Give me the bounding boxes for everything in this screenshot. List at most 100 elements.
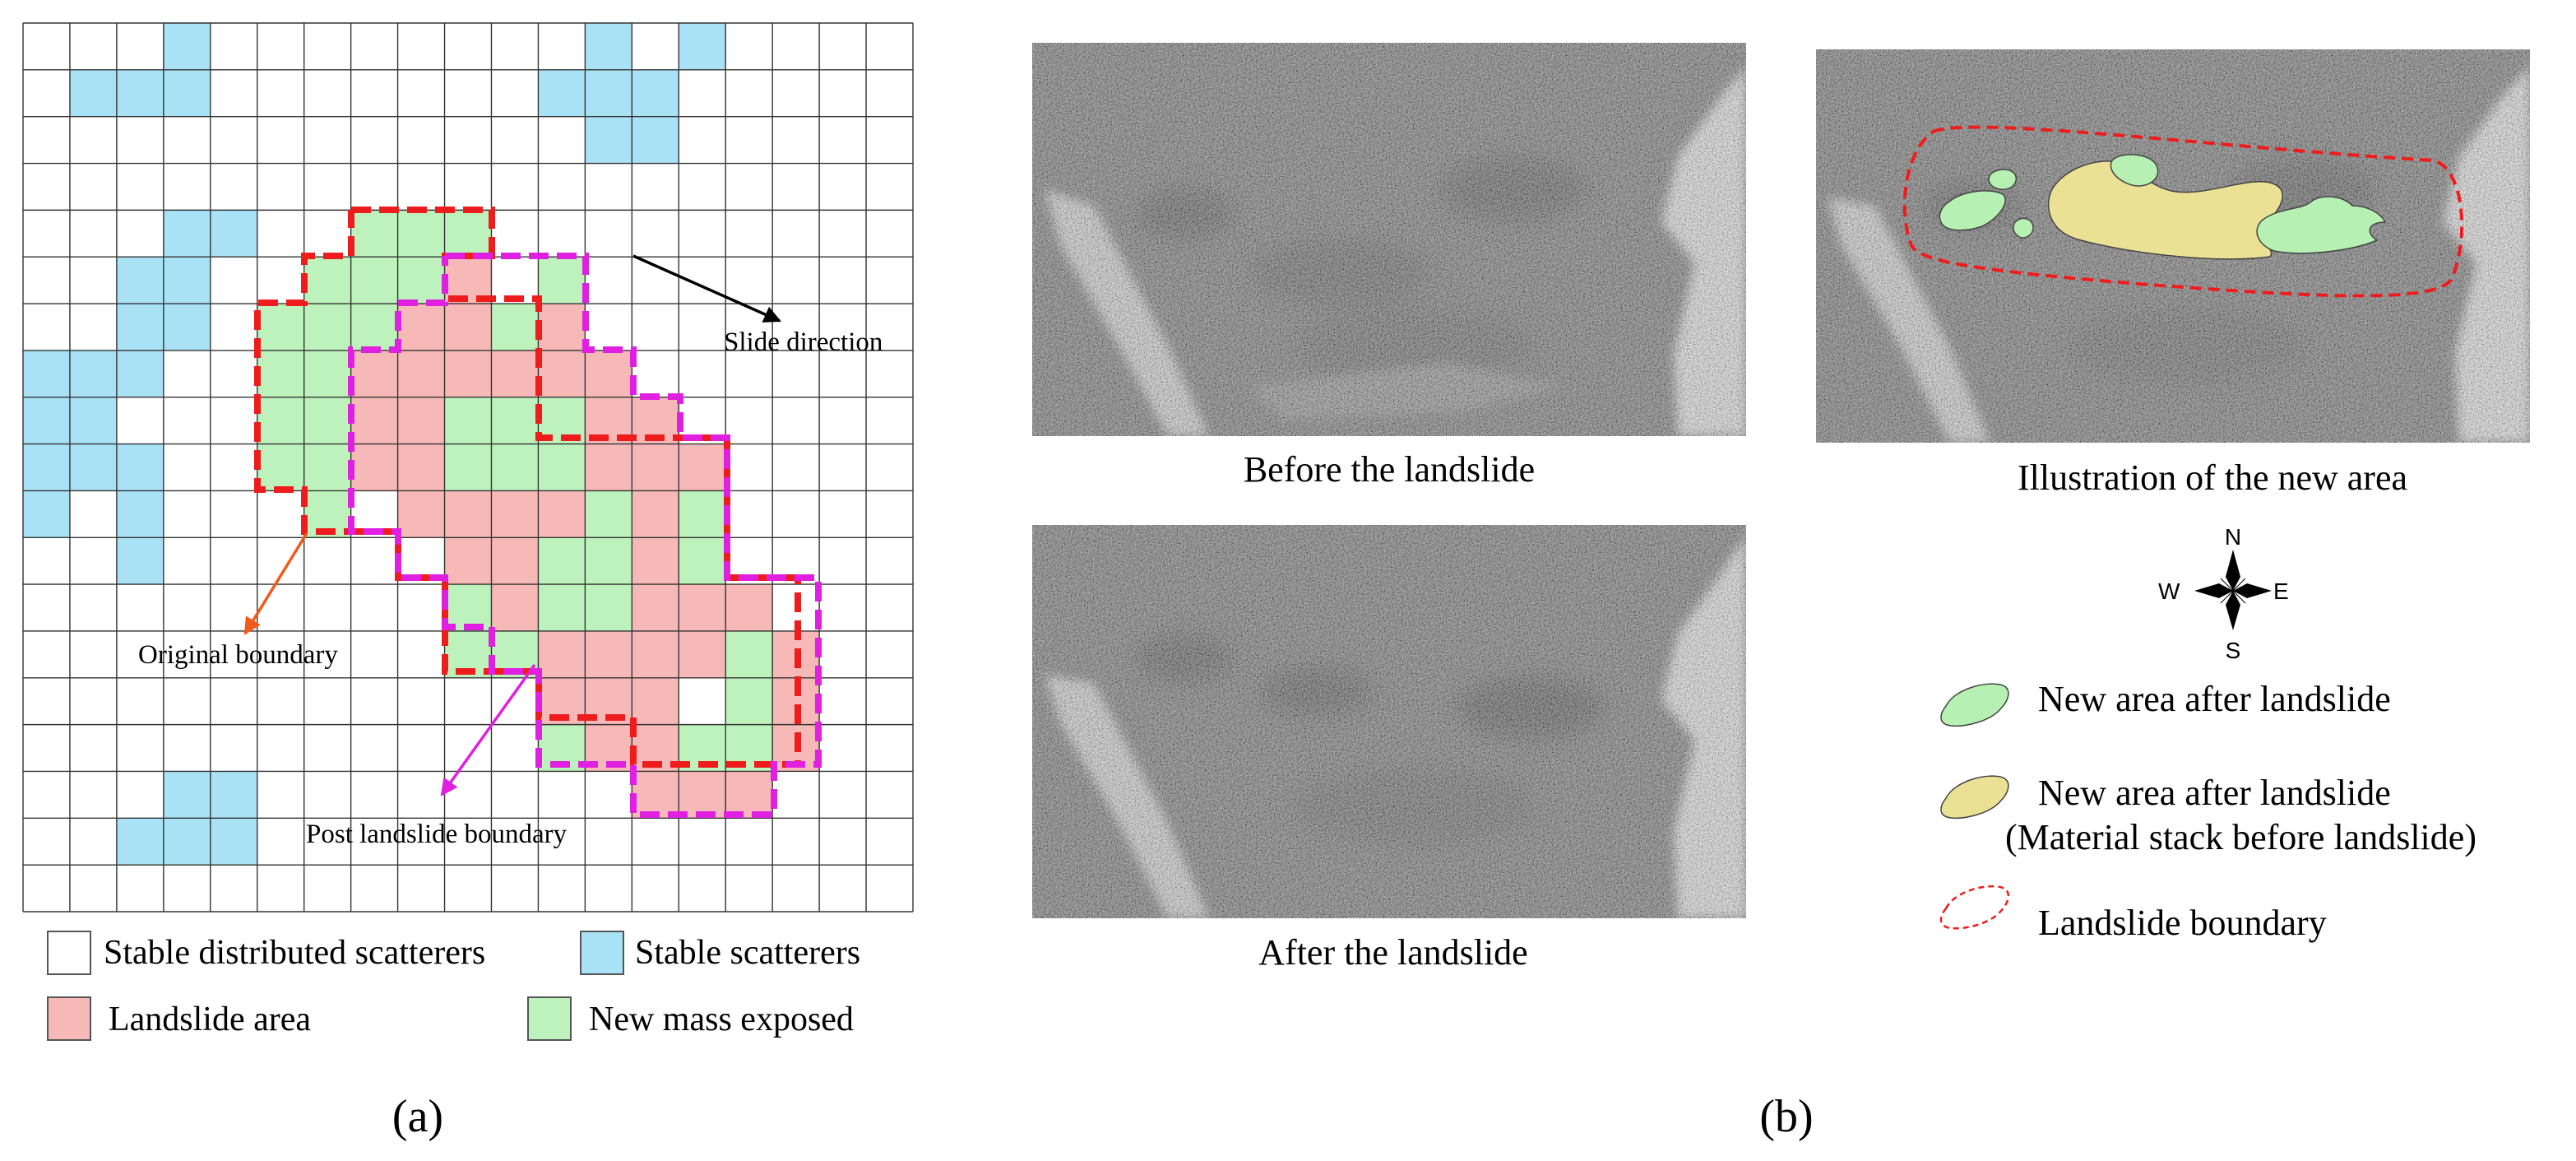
- new-mass-cell: [257, 444, 304, 491]
- new-mass-cell: [725, 630, 773, 678]
- compass-rose: N S E W: [2158, 524, 2289, 663]
- panel-a-legend: Stable distributed scatterers Stable sca…: [47, 931, 860, 1041]
- legend-label-stable-scatterers: Stable scatterers: [635, 934, 860, 972]
- panel-a: Slide direction Original boundary Post l…: [22, 22, 914, 1142]
- new-mass-cell: [444, 397, 492, 444]
- landslide-area-cell: [679, 630, 726, 678]
- legend-label-boundary: Landslide boundary: [2038, 903, 2327, 943]
- landslide-area-cell: [444, 490, 492, 538]
- stable-scatterer-cell: [23, 350, 70, 397]
- legend-swatch-material-stack: [1940, 775, 2009, 820]
- new-mass-cell: [303, 397, 351, 444]
- compass-south: S: [2226, 638, 2241, 663]
- post-boundary-arrow: [440, 663, 536, 796]
- stable-scatterer-cell: [116, 350, 164, 397]
- illustration-new-area-right: [2256, 196, 2387, 254]
- landslide-area-cell: [725, 771, 773, 819]
- new-mass-cell: [538, 584, 586, 631]
- landslide-area-cell: [397, 304, 445, 351]
- original-boundary-line: [254, 207, 801, 768]
- new-mass-cell: [257, 350, 304, 397]
- landslide-area-cell: [538, 630, 586, 678]
- original-boundary-label: Original boundary: [138, 640, 338, 670]
- legend-label-material-line1: New area after landslide: [2038, 773, 2391, 813]
- landslide-area-cell: [538, 304, 586, 351]
- panel-a-label: (a): [392, 1091, 443, 1142]
- landslide-area-cell: [397, 397, 445, 444]
- sar-image-illustration: [1816, 49, 2530, 443]
- new-mass-cell: [257, 397, 304, 444]
- landslide-area-cell: [632, 537, 679, 585]
- illustration-landslide-boundary: [1902, 125, 2464, 298]
- sar-image-before: [1032, 43, 1746, 436]
- new-mass-cell: [538, 257, 586, 304]
- stable-scatterer-cell: [163, 23, 211, 70]
- slide-direction-label: Slide direction: [724, 327, 883, 357]
- new-mass-cell: [679, 490, 726, 538]
- stable-scatterer-cell: [632, 69, 679, 117]
- post-landslide-boundary-label: Post landslide boundary: [306, 820, 568, 849]
- landslide-area-cell: [538, 490, 586, 538]
- legend-swatch-boundary: [1939, 885, 2009, 930]
- landslide-area-cell: [679, 584, 726, 631]
- new-mass-cell: [538, 537, 586, 585]
- legend-swatch-landslide-area: [47, 996, 91, 1041]
- stable-scatterer-cell: [585, 69, 632, 117]
- legend-label-new-mass: New mass exposed: [589, 1001, 854, 1038]
- new-mass-cell: [491, 304, 539, 351]
- legend-label-new-area: New area after landslide: [2038, 679, 2391, 719]
- landslide-area-cell: [350, 397, 398, 444]
- stable-scatterer-cell: [69, 350, 117, 397]
- stable-scatterer-cell: [23, 444, 70, 491]
- landslide-area-cell: [632, 677, 679, 725]
- legend-label-material-line2: (Material stack before landslide): [2005, 817, 2476, 857]
- landslide-area-cell: [725, 584, 773, 631]
- post-landslide-boundary-line: [348, 253, 822, 818]
- new-mass-cell: [350, 210, 398, 258]
- new-mass-cell: [538, 444, 586, 491]
- stable-scatterer-cell: [538, 69, 586, 117]
- stable-scatterer-cell: [632, 116, 679, 164]
- stable-scatterer-cell: [116, 69, 164, 117]
- caption-after: After the landslide: [1258, 932, 1527, 973]
- new-mass-cell: [397, 210, 445, 258]
- landslide-area-cell: [491, 490, 539, 538]
- landslide-area-cell: [538, 350, 586, 397]
- panel-b-label: (b): [1759, 1091, 1813, 1142]
- stable-scatterer-cell: [116, 818, 164, 866]
- stable-scatterer-cell: [116, 537, 164, 585]
- new-mass-cell: [350, 257, 398, 304]
- landslide-area-cell: [397, 444, 445, 491]
- stable-scatterer-cell: [163, 818, 211, 866]
- landslide-area-cell: [397, 350, 445, 397]
- new-mass-cell: [585, 490, 632, 538]
- stable-scatterer-cell: [163, 771, 211, 819]
- stable-scatterer-cell: [69, 444, 117, 491]
- stable-scatterer-cell: [210, 818, 257, 866]
- landslide-area-cell: [350, 444, 398, 491]
- landslide-area-cell: [585, 630, 632, 678]
- compass-north: N: [2225, 524, 2241, 550]
- new-mass-cell: [397, 257, 445, 304]
- landslide-area-cell: [632, 630, 679, 678]
- landslide-area-cell: [491, 537, 539, 585]
- new-mass-cell: [257, 304, 304, 351]
- stable-scatterer-cell: [163, 304, 211, 351]
- landslide-area-cell: [585, 350, 632, 397]
- slide-direction-arrow: [632, 254, 781, 323]
- stable-scatterer-cell: [23, 397, 70, 444]
- new-mass-cell: [444, 444, 492, 491]
- legend-swatch-new-mass: [527, 996, 572, 1041]
- original-boundary-arrow: [243, 532, 308, 635]
- stable-scatterer-cell: [679, 23, 726, 70]
- legend-swatch-stable-distributed: [47, 931, 91, 975]
- stable-scatterer-cell: [23, 490, 70, 538]
- legend-label-landslide-area: Landslide area: [109, 1001, 311, 1038]
- landslide-area-cell: [444, 304, 492, 351]
- stable-scatterer-cell: [585, 23, 632, 70]
- landslide-area-cell: [585, 444, 632, 491]
- new-mass-cell: [679, 537, 726, 585]
- caption-before: Before the landslide: [1244, 449, 1535, 490]
- stable-scatterer-cell: [163, 257, 211, 304]
